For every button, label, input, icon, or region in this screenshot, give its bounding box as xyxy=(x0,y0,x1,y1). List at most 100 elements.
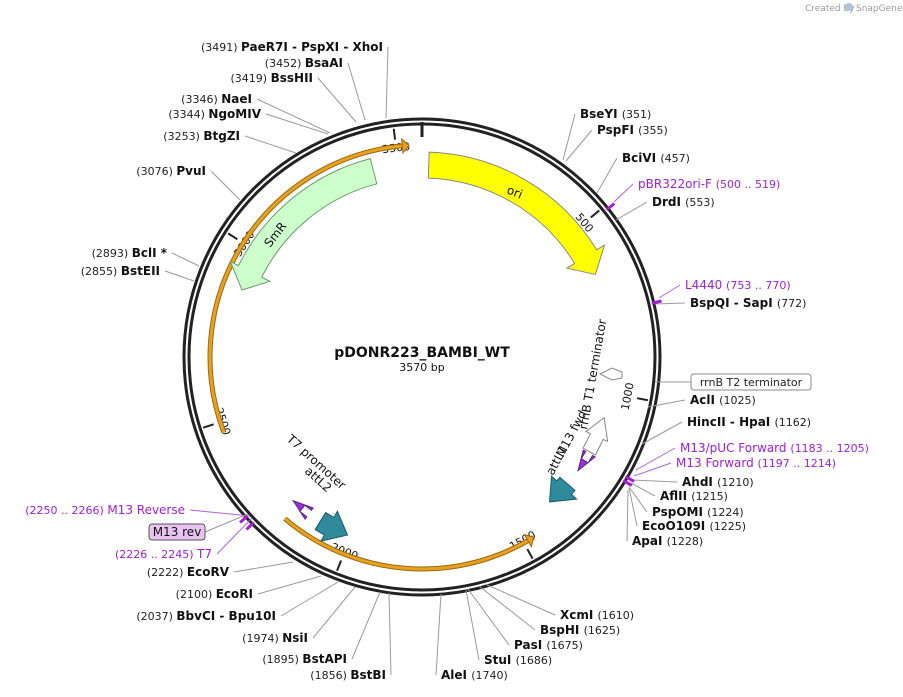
site-labels: (3491) PaeR7I - PspXI - XhoI(3452) BsaAI… xyxy=(25,40,869,682)
site-label: PasI (1675) xyxy=(514,638,583,652)
primer-label: (2250 .. 2266) M13 Reverse xyxy=(25,503,185,517)
site-label: XcmI (1610) xyxy=(560,608,634,622)
site-leader xyxy=(641,421,683,445)
site-leader xyxy=(210,170,241,201)
site-leader xyxy=(654,302,686,305)
site-leader xyxy=(465,589,480,661)
feature-label-attl1: attL1 xyxy=(543,443,570,477)
site-label: (1895) BstAPI xyxy=(262,652,347,666)
scale-tick xyxy=(202,423,214,429)
site-label: BspQI - SapI (772) xyxy=(690,296,806,310)
site-label: (1974) NsiI xyxy=(242,631,308,645)
feature-m13-fwd xyxy=(577,449,596,472)
site-leader xyxy=(628,486,648,513)
scale-tick-label: 1000 xyxy=(619,381,637,411)
m13-rev-box: M13 rev xyxy=(148,513,249,541)
scale-tick xyxy=(336,560,343,572)
site-leader xyxy=(615,201,648,221)
rrnb-t2-label: rrnB T2 terminator xyxy=(700,376,803,389)
site-label: (2037) BbvCI - Bpu10I xyxy=(136,609,276,623)
site-label: AhdI (1210) xyxy=(682,475,754,489)
site-label: (3346) NaeI xyxy=(181,92,252,106)
scale-tick xyxy=(526,548,534,560)
site-leader xyxy=(171,252,200,267)
primer-leader xyxy=(658,284,681,299)
primer-leader xyxy=(216,517,253,555)
site-leader xyxy=(351,591,381,660)
site-leader xyxy=(388,592,392,676)
site-leader xyxy=(385,46,389,119)
plasmid-name: pDONR223_BAMBI_WT xyxy=(334,345,510,361)
feature-smr xyxy=(229,158,378,291)
site-leader xyxy=(478,585,536,631)
site-label: PspFI (355) xyxy=(597,123,668,137)
primer-label: M13 Forward (1197 .. 1214) xyxy=(676,456,836,470)
site-leader xyxy=(164,270,195,282)
site-label: ApaI (1228) xyxy=(632,534,703,548)
site-label: StuI (1686) xyxy=(484,653,552,667)
feature-ori xyxy=(427,151,606,276)
site-leader xyxy=(312,586,356,639)
primer-label: pBR322ori-F (500 .. 519) xyxy=(638,177,780,191)
site-label: EcoO109I (1225) xyxy=(642,519,746,533)
scale-tick xyxy=(636,397,649,402)
site-label: (3419) BssHII xyxy=(231,71,313,85)
scale-tick xyxy=(392,128,397,140)
site-leader xyxy=(265,113,329,135)
orf-arc-upper-arrowhead xyxy=(400,137,410,155)
scale-tick xyxy=(227,232,238,241)
site-leader xyxy=(562,113,576,161)
scale-tick xyxy=(590,209,600,219)
plasmid-size: 3570 bp xyxy=(399,361,444,374)
site-label: HincII - HpaI (1162) xyxy=(687,415,811,429)
primer-mark xyxy=(239,514,249,524)
site-leader xyxy=(244,135,297,154)
feature-t7-promoter xyxy=(292,499,314,520)
site-label: AclI (1025) xyxy=(690,393,756,407)
orf-arc-upper xyxy=(208,143,410,434)
primer-mark xyxy=(651,299,662,305)
site-label: (2855) BstEII xyxy=(81,264,160,278)
primer-label: (2226 .. 2245) T7 xyxy=(115,547,212,561)
primer-mark xyxy=(245,521,255,531)
primer-leader xyxy=(613,183,634,203)
feature-rrnb-t2 xyxy=(598,367,623,381)
primer-leader xyxy=(635,447,676,471)
site-leader xyxy=(317,77,357,123)
site-label: (1856) BstBI xyxy=(310,668,386,682)
watermark-app: SnapGene xyxy=(856,4,903,14)
primer-leader xyxy=(189,509,251,517)
site-label: AflII (1215) xyxy=(660,489,728,503)
site-label: (3076) PvuI xyxy=(136,164,206,178)
site-label: (3253) BtgZI xyxy=(163,129,240,143)
site-label: PspOMI (1224) xyxy=(652,505,744,519)
primer-label: L4440 (753 .. 770) xyxy=(685,278,791,292)
rrnb-t2-terminator-box: rrnB T2 terminator xyxy=(655,373,812,391)
feature-label-ori: ori xyxy=(505,183,525,202)
site-label: (2222) EcoRV xyxy=(147,565,230,579)
site-leader xyxy=(628,487,638,527)
site-leader xyxy=(256,98,331,134)
site-leader xyxy=(632,479,678,483)
site-leader xyxy=(596,157,618,194)
site-label: DrdI (553) xyxy=(652,195,715,209)
primer-mark xyxy=(605,202,616,212)
feature-rrnb-t1 xyxy=(582,416,609,456)
primer-mark xyxy=(622,479,633,487)
site-leader xyxy=(565,129,593,162)
primer-label: M13/pUC Forward (1183 .. 1205) xyxy=(680,441,869,455)
site-label: BciVI (457) xyxy=(622,151,690,165)
site-label: (2893) BclI * xyxy=(92,246,168,260)
site-leader xyxy=(257,575,322,595)
site-leader xyxy=(626,489,629,542)
feature-attl1 xyxy=(548,475,578,503)
site-label: AleI (1740) xyxy=(441,668,508,682)
orf-arc-lower-arrowhead xyxy=(523,533,535,549)
primer-mark xyxy=(624,475,635,483)
feature-attl2 xyxy=(314,510,349,542)
site-leaders xyxy=(164,46,686,676)
site-leader xyxy=(435,593,442,676)
feature-arcs xyxy=(207,137,662,572)
watermark-created-by: Created by xyxy=(805,4,855,14)
